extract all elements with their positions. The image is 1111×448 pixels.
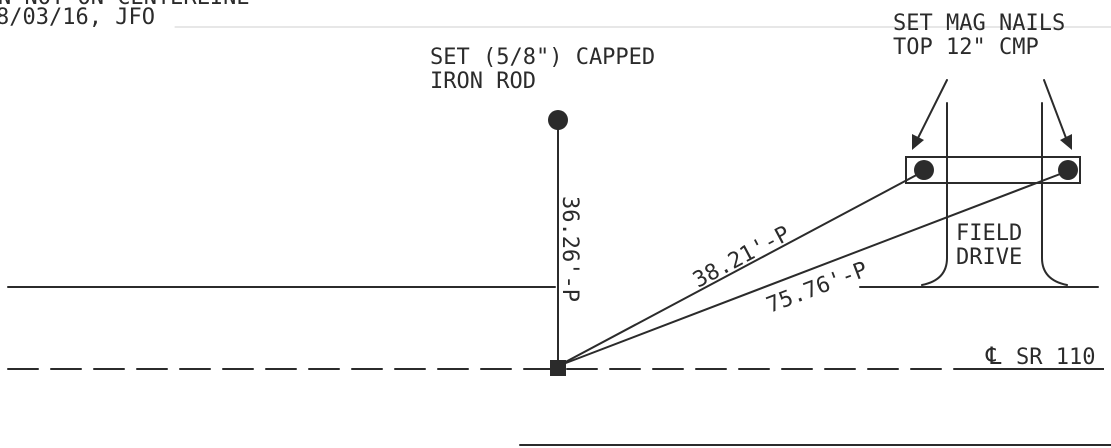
arrowhead-right	[1060, 134, 1072, 150]
diagonal-tie-long	[557, 170, 1069, 367]
mag-nails-label-line-2: TOP 12" CMP	[893, 35, 1039, 60]
centerline-point-marker	[550, 360, 566, 376]
field-drive-label-line-2: DRIVE	[956, 245, 1022, 270]
header-line-1: N NOT ON CENTERLINE	[0, 0, 250, 10]
mag-nail-left	[914, 160, 934, 180]
arrowhead-left	[912, 134, 924, 150]
field-drive-right-edge	[1041, 102, 1068, 286]
field-drive-left-edge	[921, 102, 948, 286]
mag-nail-right	[1058, 160, 1078, 180]
mag-nails-label-line-1: SET MAG NAILS	[893, 11, 1065, 36]
iron-rod-point	[548, 110, 568, 130]
leader-right	[1043, 79, 1067, 139]
centerline-symbol: ℄	[985, 342, 1002, 370]
diagonal-tie-short	[557, 170, 925, 367]
header-line-2: 8/03/16, JFO	[0, 5, 155, 30]
cmp-pipe	[905, 156, 1081, 184]
leader-left	[917, 79, 948, 139]
dimension-vertical: 36.26'-P	[557, 196, 582, 302]
iron-rod-label-line-1: SET (5/8") CAPPED	[430, 45, 655, 70]
centerline-label: SR 110	[1016, 345, 1095, 370]
iron-rod-label-line-2: IRON ROD	[430, 69, 536, 94]
field-drive-label-line-1: FIELD	[956, 221, 1022, 246]
